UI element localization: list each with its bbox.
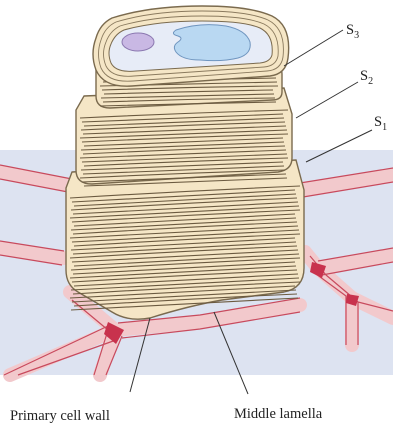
label-s1: S1 — [374, 114, 387, 133]
s2-leader-line — [296, 82, 358, 118]
label-primary-cell-wall: Primary cell wall — [10, 408, 110, 424]
nucleus — [122, 33, 154, 51]
label-s2: S2 — [360, 68, 373, 87]
vacuole — [173, 25, 250, 61]
s3-leader-line — [284, 30, 343, 66]
cell-top-surface — [93, 6, 289, 86]
label-middle-lamella: Middle lamella — [234, 406, 323, 422]
label-s3: S3 — [346, 22, 359, 41]
